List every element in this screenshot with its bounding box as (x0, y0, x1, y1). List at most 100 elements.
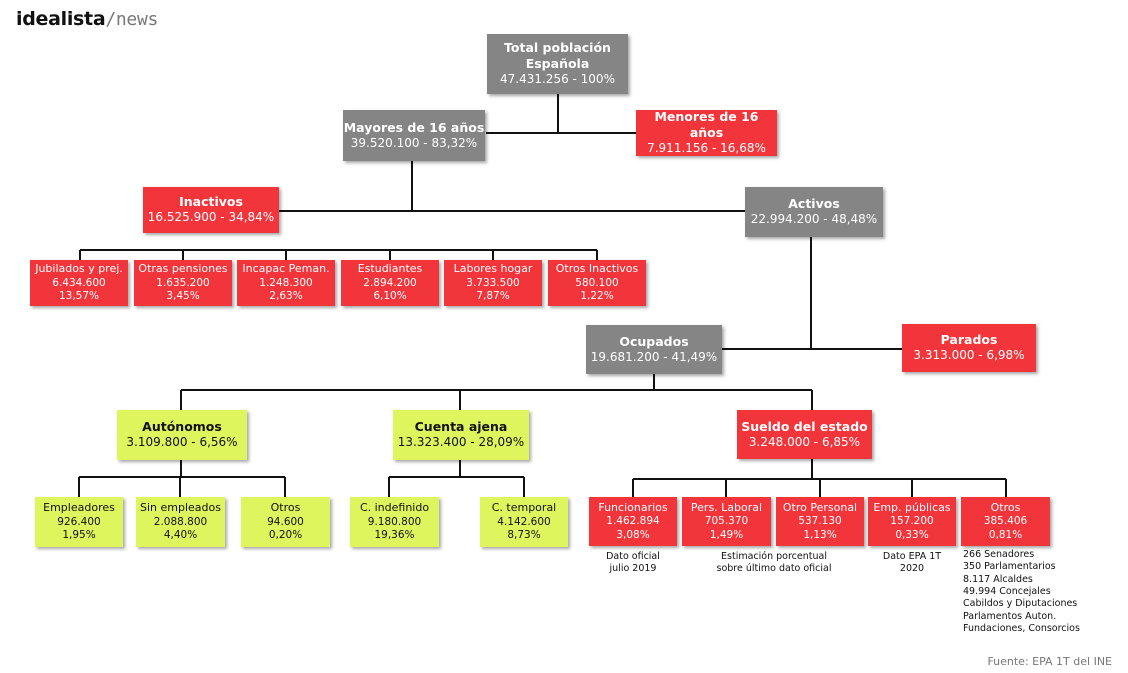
node-value: 3.733.500 (466, 276, 520, 289)
node-mayores-16: Mayores de 16 años 39.520.100 - 83,32% (343, 110, 485, 161)
node-title: Pers. Laboral (690, 500, 763, 514)
node-emp-publicas: Emp. públicas 157.200 0,33% (868, 497, 956, 546)
source-label: Fuente: EPA 1T del INE (987, 655, 1112, 668)
node-value: 39.520.100 - 83,32% (350, 135, 478, 150)
node-value: 3.248.000 - 6,85% (748, 434, 861, 449)
node-percent: 4,40% (163, 529, 198, 542)
node-value: 705.370 (704, 515, 749, 527)
note-otros-estado: 266 Senadores 350 Parlamentarios 8.117 A… (963, 549, 1080, 635)
node-value: 3.313.000 - 6,98% (913, 348, 1025, 363)
node-otros-inactivos: Otros Inactivos 580.100 1,22% (548, 260, 646, 306)
node-percent: 0,20% (268, 529, 303, 542)
node-percent: 3,45% (166, 290, 200, 303)
node-value: 2.088.800 (153, 515, 208, 528)
node-value: 47.431.256 - 100% (500, 72, 615, 87)
node-indefinido: C. indefinido 9.180.800 19,36% (350, 497, 439, 547)
node-title: Sueldo del estado (741, 418, 868, 434)
node-percent: 0,33% (895, 528, 929, 541)
node-otro-personal: Otro Personal 537.130 1,13% (776, 497, 864, 546)
node-activos: Activos 22.994.200 - 48,48% (745, 187, 883, 237)
node-value: 16.525.900 - 34,84% (147, 210, 275, 225)
node-value: 4.142.600 (497, 515, 551, 528)
node-value: 2.894.200 (363, 276, 417, 289)
node-title: Empleadores (43, 501, 115, 515)
node-value: 926.400 (57, 515, 101, 528)
node-cuenta-ajena: Cuenta ajena 13.323.400 - 28,09% (393, 410, 529, 460)
node-percent: 1,13% (803, 528, 837, 541)
node-value: 7.911.156 - 16,68% (647, 141, 766, 156)
node-value: 157.200 (890, 515, 934, 527)
node-sin-empleados: Sin empleados 2.088.800 4,40% (136, 497, 225, 547)
node-title: Parados (940, 332, 998, 348)
node-empleadores: Empleadores 926.400 1,95% (35, 497, 123, 547)
node-title: Incapac Peman. (242, 262, 330, 276)
node-title: Funcionarios (598, 500, 668, 514)
node-title: Autónomos (142, 419, 222, 435)
node-ocupados: Ocupados 19.681.200 - 41,49% (586, 325, 722, 374)
node-percent: 19,36% (374, 529, 415, 542)
node-otras-pensiones: Otras pensiones 1.635.200 3,45% (134, 260, 232, 306)
node-title: Activos (788, 196, 840, 212)
node-title: Otras pensiones (138, 262, 228, 276)
node-percent: 3,08% (616, 528, 650, 541)
node-percent: 13,57% (58, 290, 100, 303)
note-empresas: Dato EPA 1T 2020 (882, 551, 942, 575)
node-title: Total población (504, 39, 611, 55)
node-title: Cuenta ajena (414, 419, 508, 435)
node-autonomos: Autónomos 3.109.800 - 6,56% (117, 410, 247, 460)
node-value: 13.323.400 - 28,09% (397, 435, 525, 450)
node-value: 385.406 (983, 515, 1028, 527)
node-value: 1.248.300 (259, 276, 313, 289)
node-value: 1.462.894 (606, 515, 660, 527)
node-value: 580.100 (575, 276, 619, 289)
node-total-poblacion: Total población Española 47.431.256 - 10… (487, 34, 628, 94)
node-value: 6.434.600 (52, 276, 106, 289)
node-jubilados: Jubilados y prej. 6.434.600 13,57% (30, 260, 128, 306)
node-percent: 1,95% (62, 529, 96, 542)
node-title: Sin empleados (140, 501, 221, 515)
node-percent: 8,73% (507, 529, 541, 542)
node-value: 537.130 (798, 515, 842, 527)
node-title: Inactivos (179, 194, 243, 210)
node-value: 19.681.200 - 41,49% (590, 349, 718, 364)
node-inactivos: Inactivos 16.525.900 - 34,84% (143, 187, 279, 233)
node-percent: 1,22% (580, 290, 614, 303)
note-funcionarios: Dato oficial julio 2019 (606, 551, 660, 575)
node-title: Emp. públicas (873, 500, 951, 514)
node-title: Jubilados y prej. (35, 262, 123, 276)
node-labores-hogar: Labores hogar 3.733.500 7,87% (444, 260, 542, 306)
note-laboral-personal: Estimación porcentual sobre último dato … (716, 551, 832, 575)
node-parados: Parados 3.313.000 - 6,98% (902, 324, 1036, 372)
node-percent: 1,49% (709, 528, 744, 541)
node-percent: 7,87% (476, 290, 510, 303)
node-percent: 0,81% (988, 528, 1023, 541)
node-menores-16: Menores de 16 años 7.911.156 - 16,68% (636, 108, 777, 156)
node-title: Otros (270, 501, 301, 515)
node-sueldo-estado: Sueldo del estado 3.248.000 - 6,85% (737, 410, 872, 459)
node-title: Estudiantes (357, 262, 423, 276)
node-title: C. indefinido (359, 501, 430, 515)
node-title: Labores hogar (453, 262, 533, 276)
node-value: 94.600 (267, 515, 304, 528)
node-value: 22.994.200 - 48,48% (750, 212, 878, 227)
node-pers-laboral: Pers. Laboral 705.370 1,49% (682, 497, 771, 546)
node-title: Ocupados (619, 333, 689, 349)
node-temporal: C. temporal 4.142.600 8,73% (480, 497, 568, 547)
node-value: 3.109.800 - 6,56% (126, 435, 238, 450)
node-title: Otros Inactivos (555, 262, 639, 276)
node-percent: 6,10% (373, 290, 407, 303)
node-title: Menores de 16 años (654, 108, 759, 141)
node-percent: 2,63% (269, 290, 303, 303)
node-title: Otros (990, 500, 1021, 514)
node-title: Mayores de 16 años (343, 119, 485, 135)
node-value: 1.635.200 (156, 276, 210, 289)
node-title: Otro Personal (782, 500, 858, 514)
node-otros-autonomos: Otros 94.600 0,20% (241, 497, 330, 547)
node-funcionarios: Funcionarios 1.462.894 3,08% (589, 497, 677, 546)
node-value: 9.180.800 (367, 515, 422, 528)
node-otros-estado: Otros 385.406 0,81% (961, 497, 1050, 546)
node-title: Española (525, 56, 590, 72)
node-estudiantes: Estudiantes 2.894.200 6,10% (341, 260, 439, 306)
node-title: C. temporal (491, 501, 557, 515)
